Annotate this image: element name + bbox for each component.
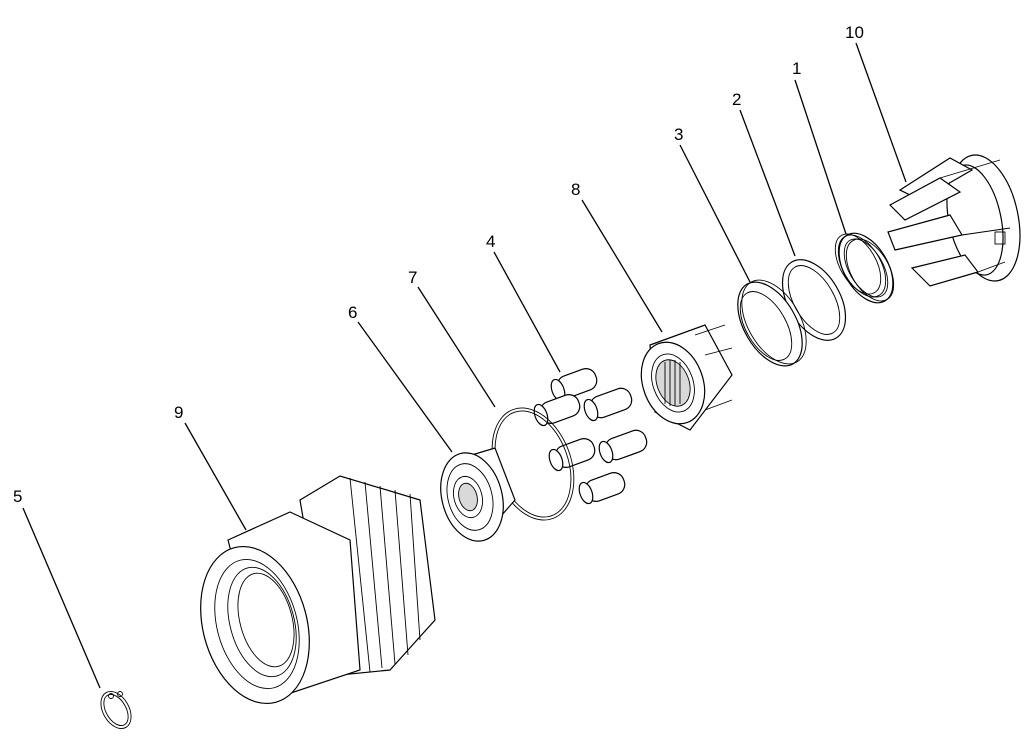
leader-line-1 (794, 79, 847, 235)
part-5-retaining-clip (100, 691, 132, 729)
callout-7: 7 (408, 268, 417, 287)
leader-lines (22, 42, 907, 689)
callout-3: 3 (674, 125, 683, 144)
part-4-rollers (533, 368, 648, 505)
leader-line-9 (184, 422, 247, 531)
callout-6: 6 (348, 303, 357, 322)
callout-labels: 10 1 2 3 8 4 7 6 9 5 (13, 23, 864, 506)
leader-line-7 (417, 286, 496, 408)
leader-line-10 (855, 42, 907, 183)
part-3-thrust-washer (737, 279, 807, 367)
part-10-cage (887, 154, 1021, 287)
part-8-splined-hub (640, 324, 733, 431)
callout-1: 1 (792, 59, 801, 78)
leader-line-5 (22, 507, 101, 689)
callout-4: 4 (486, 232, 495, 251)
callout-8: 8 (571, 180, 580, 199)
part-6-ball-bearing (440, 447, 516, 542)
callout-2: 2 (732, 90, 741, 109)
leader-line-2 (739, 109, 796, 257)
callout-10: 10 (845, 23, 864, 42)
part-9-housing (200, 475, 436, 705)
leader-line-4 (493, 251, 561, 373)
callout-5: 5 (13, 487, 22, 506)
leader-line-8 (581, 199, 663, 333)
leader-line-6 (357, 321, 453, 453)
part-1-spring (834, 232, 895, 304)
leader-line-3 (679, 144, 751, 283)
callout-9: 9 (174, 403, 183, 422)
